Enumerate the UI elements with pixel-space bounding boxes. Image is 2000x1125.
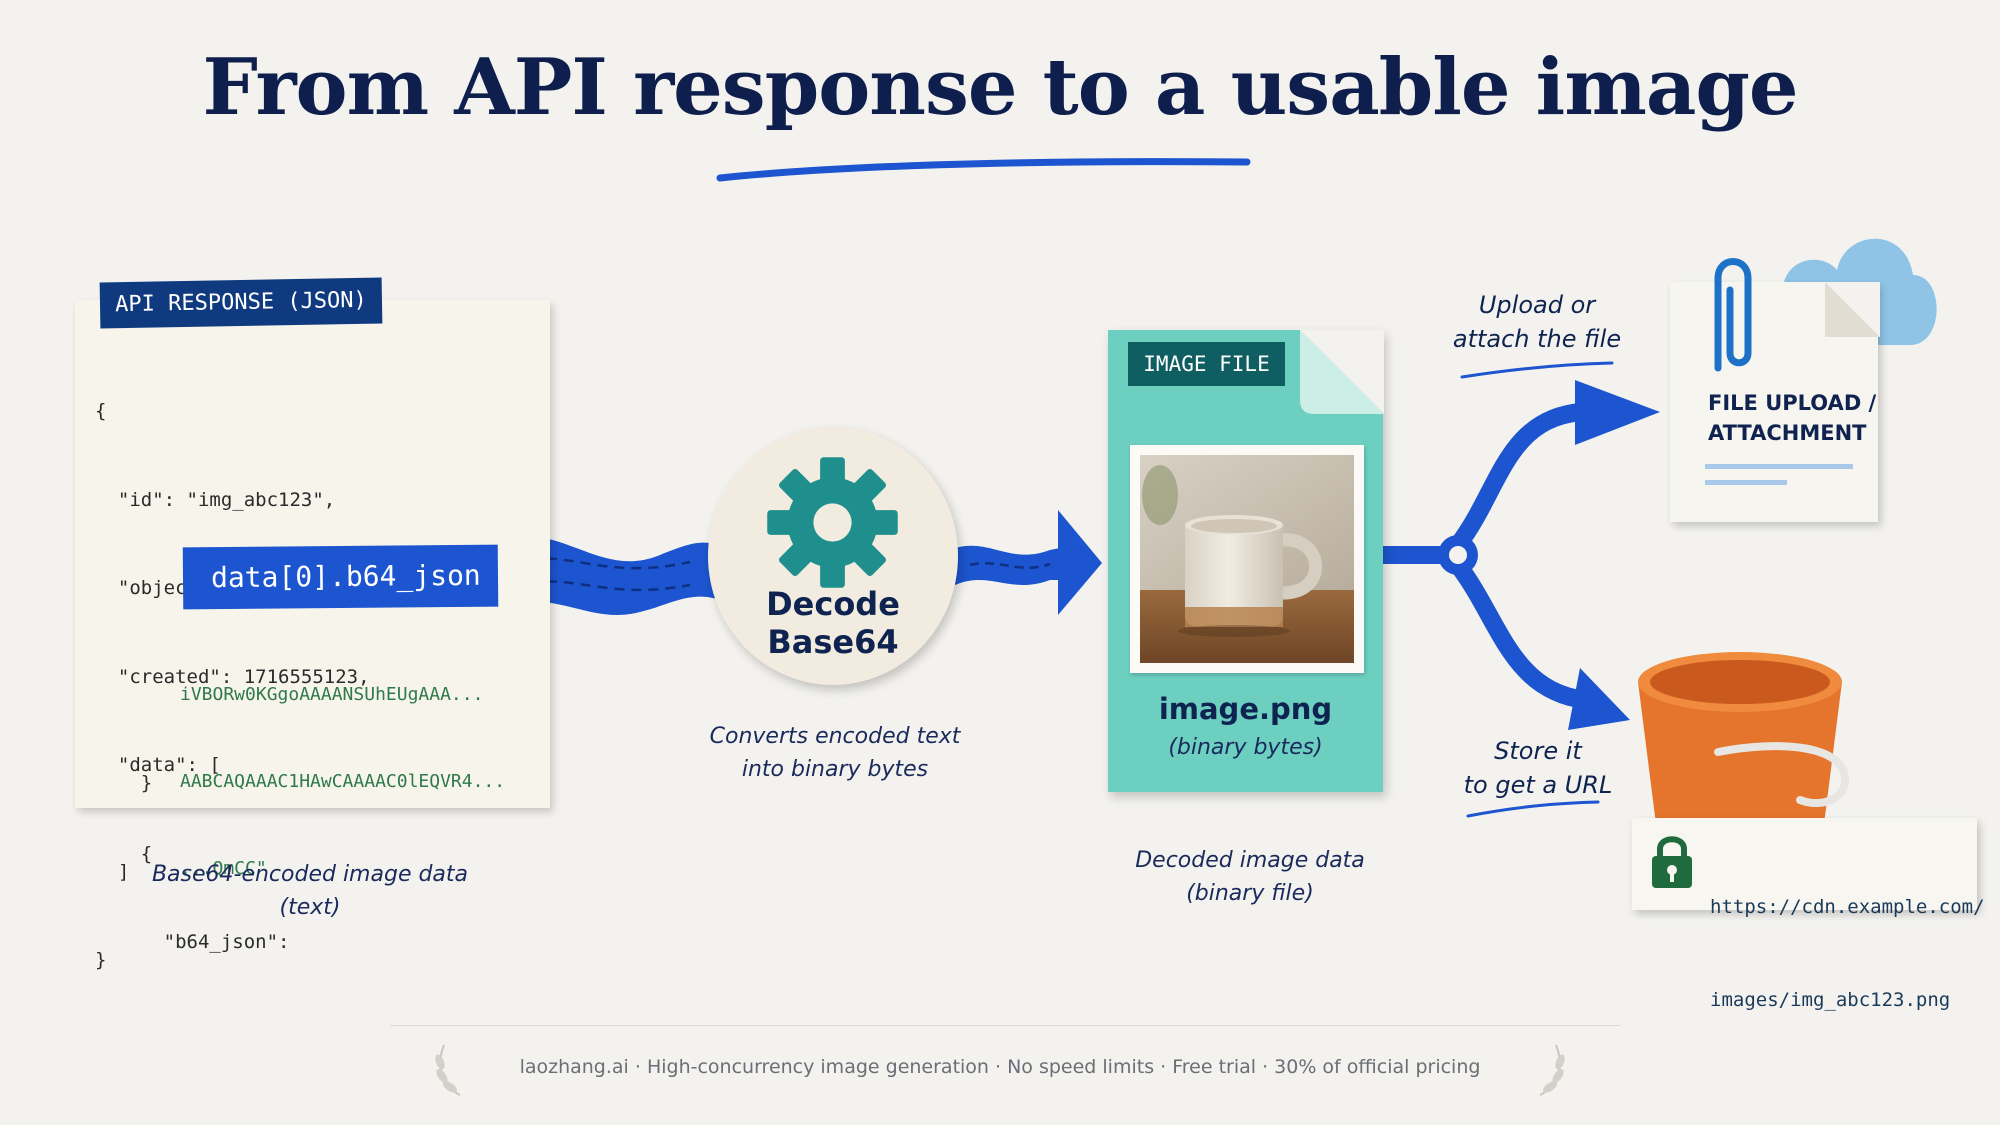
gear-icon: [767, 457, 898, 588]
json-line: "data": [: [95, 754, 221, 776]
json-line: "created": 1716555123,: [95, 665, 370, 688]
json-line: "b64_json":: [95, 931, 290, 953]
b64-line: ...QmCC": [180, 858, 267, 879]
footer-divider: [390, 1025, 1620, 1026]
caption-line: Base64-encoded image data: [151, 862, 469, 887]
b64-values: iVBORw0KGgoAAAANSUhEUgAAA... AABCAQAAAC1…: [180, 622, 505, 912]
json-line: "id": "img_abc123",: [95, 488, 336, 511]
file-upload-text: FILE UPLOAD / ATTACHMENT: [1708, 388, 1876, 448]
json-line: {: [95, 842, 153, 865]
image-file-tag: IMAGE FILE: [1128, 342, 1285, 386]
caption-line: (text): [279, 895, 341, 920]
decode-label-line: Base64: [767, 623, 899, 661]
doc-corner-fold: [1825, 282, 1880, 337]
url-line: images/img_abc123.png: [1710, 989, 1951, 1011]
json-caption: Base64-encoded image data (text): [110, 858, 510, 924]
page-fold: [1300, 330, 1384, 414]
branch-label-line: to get a URL: [1463, 771, 1613, 799]
footer-text: laozhang.ai · High-concurrency image gen…: [519, 1056, 1481, 1078]
lock-icon: [1652, 836, 1692, 888]
json-closing: } ] }: [95, 710, 152, 1005]
url-line: https://cdn.example.com/: [1710, 896, 1985, 918]
bucket-icon: [1638, 652, 1850, 840]
b64-json-highlight: data[0].b64_json: [182, 544, 499, 610]
laurel-right-icon: [1539, 1044, 1565, 1096]
json-line: }: [95, 772, 153, 794]
caption-line: Decoded image data: [1135, 848, 1365, 873]
decode-label-line: Decode: [766, 585, 900, 623]
store-branch-label: Store it to get a URL: [1448, 734, 1628, 802]
cdn-url: https://cdn.example.com/ images/img_abc1…: [1710, 830, 1985, 1047]
mug-photo: [1140, 455, 1354, 663]
image-filename: image.png: [1158, 692, 1333, 726]
branch-label-line: Upload or: [1478, 291, 1596, 319]
branch-label-line: Store it: [1494, 737, 1582, 765]
laurel-left-icon: [435, 1044, 461, 1096]
json-panel-tag: API RESPONSE (JSON): [99, 277, 383, 329]
caption-line: into binary bytes: [741, 757, 929, 782]
json-line: {: [95, 400, 107, 422]
doc-text-line: ATTACHMENT: [1708, 421, 1867, 445]
json-line: ]: [95, 860, 130, 883]
doc-lines: [1705, 464, 1853, 485]
caption-line: (binary file): [1186, 881, 1314, 906]
doc-text-line: FILE UPLOAD /: [1708, 391, 1877, 415]
image-file-subtitle: (binary bytes): [1168, 735, 1323, 760]
b64-line: iVBORw0KGgoAAAANSUhEUgAAA...: [180, 684, 484, 705]
branch-label-line: attach the file: [1452, 325, 1622, 353]
json-line: }: [95, 949, 107, 971]
decode-caption: Converts encoded text into binary bytes: [670, 720, 1000, 786]
image-file-caption: Decoded image data (binary file): [1095, 844, 1405, 910]
page-title: From API response to a usable image: [202, 42, 1798, 133]
caption-line: Converts encoded text: [709, 724, 961, 749]
upload-branch-label: Upload or attach the file: [1432, 288, 1642, 356]
paperclip-icon: [1714, 258, 1752, 372]
title-underline: [716, 158, 1251, 182]
decode-label: Decode Base64: [708, 585, 958, 661]
b64-line: AABCAQAAAC1HAwCAAAAC0lEQVR4...: [180, 771, 506, 792]
